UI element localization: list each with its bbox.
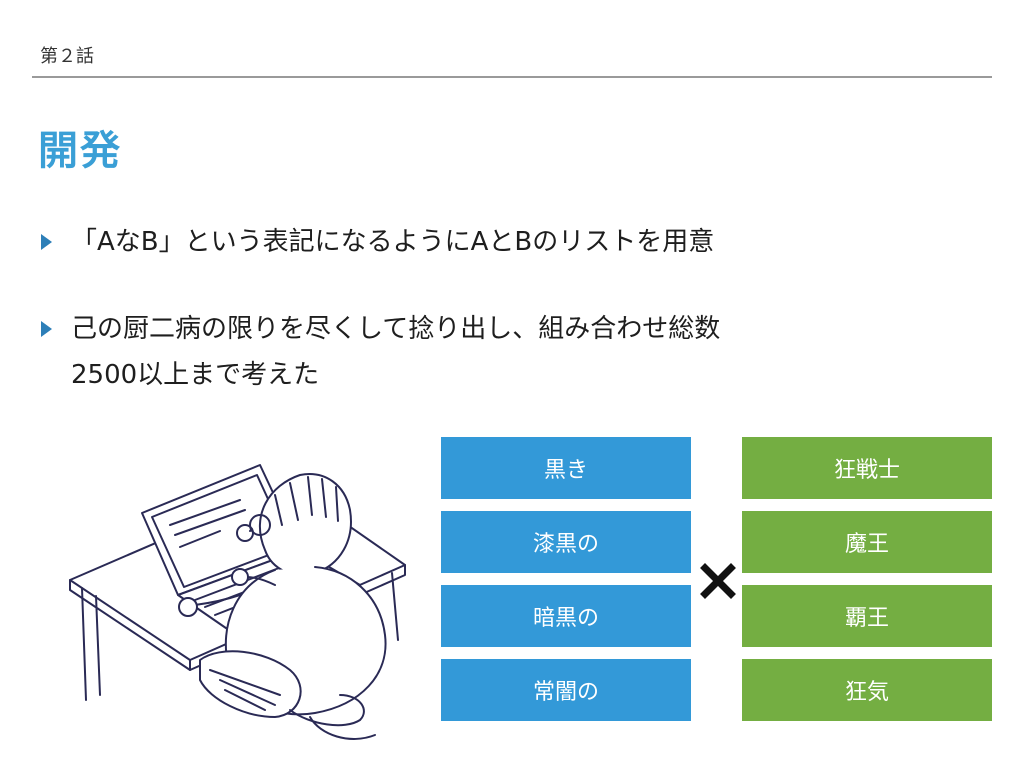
- bullet-item: 己の厨二病の限りを尽くして捻り出し、組み合わせ総数 2500以上まで考えた: [36, 306, 720, 398]
- triangle-bullet-icon: [36, 306, 66, 352]
- bullet-item: 「AなB」という表記になるようにAとBのリストを用意: [36, 219, 714, 265]
- multiply-icon: [700, 563, 736, 603]
- chapter-label: 第２話: [40, 46, 94, 67]
- list-a-item: 暗黒の: [441, 585, 691, 647]
- bullet-text: 「AなB」という表記になるようにAとBのリストを用意: [71, 227, 715, 257]
- header-divider: [32, 76, 992, 78]
- list-b-item: 狂戦士: [742, 437, 992, 499]
- list-b-item: 狂気: [742, 659, 992, 721]
- list-b-item: 魔王: [742, 511, 992, 573]
- list-a-item: 常闇の: [441, 659, 691, 721]
- bullet-text-line1: 己の厨二病の限りを尽くして捻り出し、組み合わせ総数: [71, 314, 721, 344]
- slide-title: 開発: [38, 128, 122, 174]
- list-a-item: 漆黒の: [441, 511, 691, 573]
- triangle-bullet-icon: [36, 219, 66, 265]
- bullet-text-line2: 2500以上まで考えた: [71, 360, 320, 390]
- list-b-item: 覇王: [742, 585, 992, 647]
- person-at-laptop-sketch: [60, 455, 420, 759]
- list-a-item: 黒き: [441, 437, 691, 499]
